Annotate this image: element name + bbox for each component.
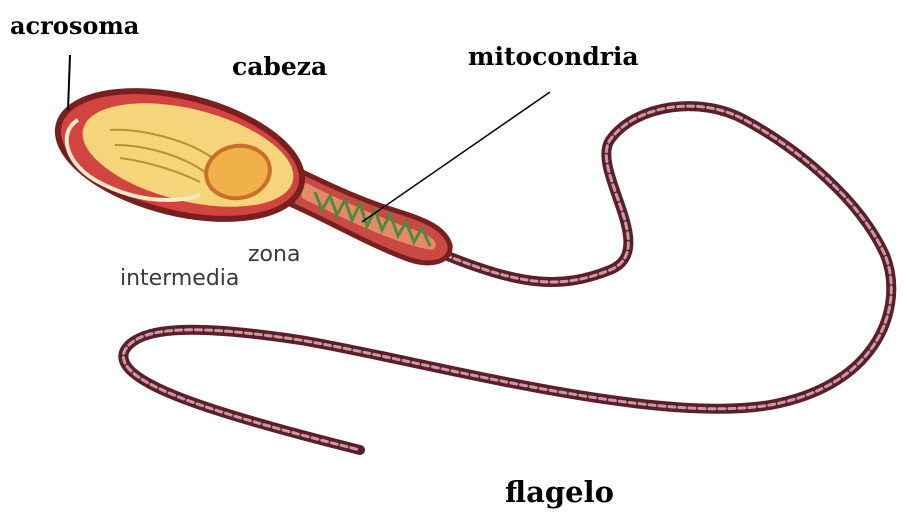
acrosoma-pointer: [68, 55, 70, 110]
mitocondria-pointer: [362, 92, 550, 222]
label-cabeza: cabeza: [232, 54, 327, 79]
label-zona: zona: [248, 244, 300, 266]
label-flagelo: flagelo: [505, 478, 614, 507]
label-acrosoma: acrosoma: [10, 14, 139, 38]
label-mitocondria: mitocondria: [468, 44, 639, 69]
label-intermedia: intermedia: [120, 268, 239, 290]
